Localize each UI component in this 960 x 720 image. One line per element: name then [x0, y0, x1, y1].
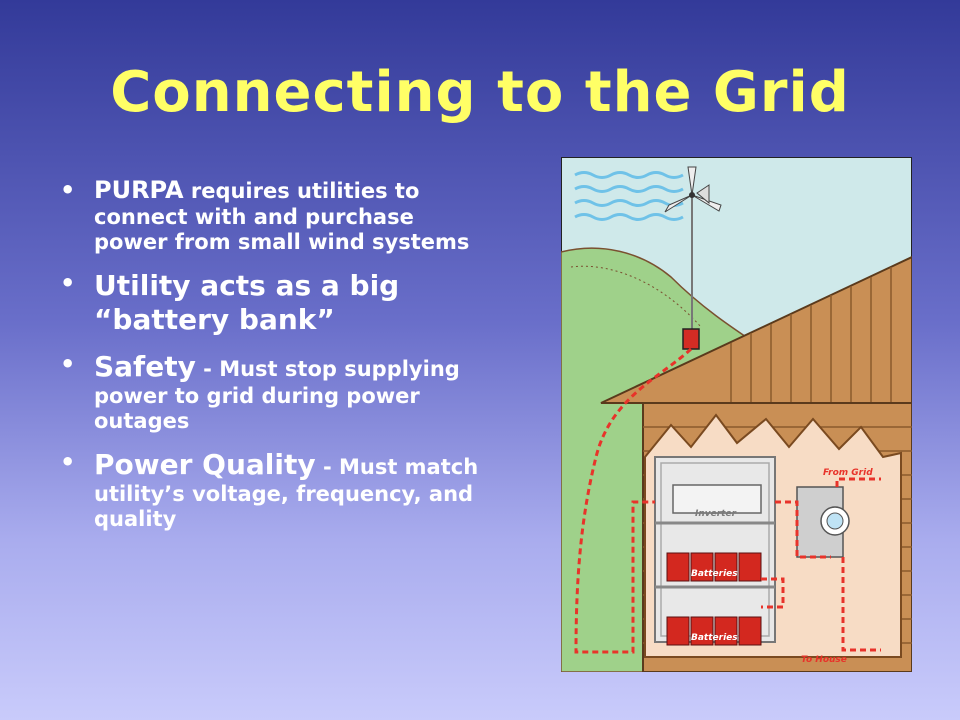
hill-contour [570, 265, 702, 328]
bullet-dot: • [60, 448, 76, 477]
bullet-battery-bank: • Utility acts as a big “battery bank” [58, 269, 488, 336]
inverter-label: Inverter [695, 509, 737, 519]
turbine-wire [574, 347, 693, 654]
bullet-purpa: • PURPA requires utilities to connect wi… [58, 176, 488, 255]
battery-bank-top [666, 552, 762, 582]
bullet-dot: • [60, 176, 76, 204]
bullet-list: • PURPA requires utilities to connect wi… [58, 176, 488, 546]
wind-line [574, 185, 684, 193]
to-house-label: To House [801, 655, 847, 665]
bullet-safety: • Safety - Must stop supplying power to … [58, 350, 488, 434]
bullet-purpa-text: requires utilities to connect with and p… [94, 179, 470, 254]
inverter-wire [775, 500, 831, 559]
bullet-dot: • [60, 269, 76, 298]
grid-connection-illustration: Inverter Batteries Batteries [561, 157, 912, 672]
bullet-safety-lead: Safety [94, 350, 196, 384]
bullet-power-quality-lead: Power Quality [94, 448, 316, 482]
disconnect-box [682, 328, 700, 350]
battery-wire [761, 577, 785, 609]
bullet-battery-bank-text: Utility acts as a big “battery bank” [94, 269, 400, 336]
bullet-dot: • [60, 350, 76, 379]
bullet-power-quality: • Power Quality - Must match utility’s v… [58, 448, 488, 532]
batteries-top-label: Batteries [691, 569, 738, 579]
inverter-box [672, 484, 762, 514]
slide-title: Connecting to the Grid [110, 60, 850, 125]
wind-lines [574, 171, 684, 221]
wind-line [574, 171, 684, 179]
turbine-icon [664, 166, 722, 213]
roof-planks [730, 267, 892, 403]
wind-line [574, 199, 684, 207]
bullet-purpa-lead: PURPA [94, 176, 184, 204]
wiring [574, 347, 881, 654]
battery-bank-bottom [666, 616, 762, 646]
from-grid-label: From Grid [823, 468, 873, 478]
house-wire [841, 557, 881, 652]
batteries-bottom-label: Batteries [691, 633, 738, 643]
grid-wire [835, 477, 881, 487]
bullet-safety-text: - Must stop supplying power to grid duri… [94, 357, 460, 434]
illustration-svg: Inverter Batteries Batteries [561, 157, 912, 672]
bullet-power-quality-text: - Must match utility’s voltage, frequenc… [94, 455, 479, 532]
wind-line [574, 213, 684, 221]
